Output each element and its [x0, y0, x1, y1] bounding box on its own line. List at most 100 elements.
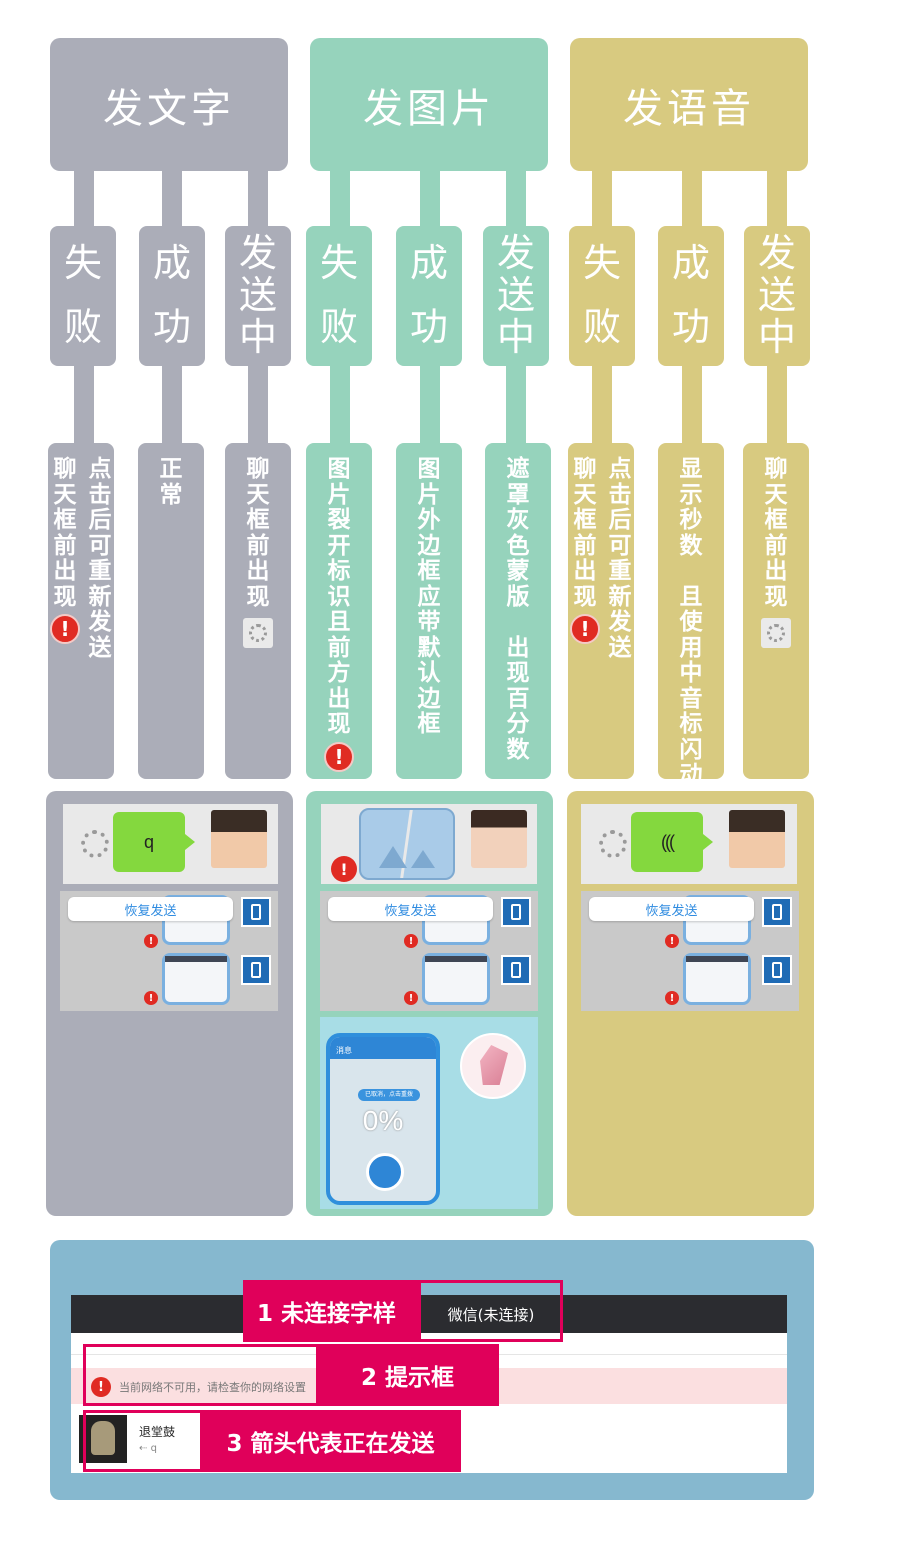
status-char: 中: [757, 314, 796, 359]
desc-char: 正: [159, 456, 183, 482]
error-icon: !: [144, 991, 158, 1005]
annotation-tag-3: 3 箭头代表正在发送: [200, 1410, 461, 1472]
desc-char: 数: [679, 532, 703, 559]
connector: [162, 170, 182, 230]
phone-icon: [241, 955, 271, 985]
status-char: 中: [238, 314, 277, 359]
desc-char: 可: [88, 532, 112, 559]
desc-char: 后: [608, 507, 632, 534]
status-success: 成 功: [139, 226, 205, 366]
retry-screenshot: 恢复发送 ! !: [320, 891, 538, 1011]
error-icon: !: [404, 991, 418, 1005]
desc-char: 聊: [573, 456, 597, 482]
error-icon: !: [331, 856, 357, 882]
status-char: 成: [409, 241, 448, 286]
desc-char: 击: [88, 481, 112, 508]
desc-char: 出: [573, 558, 597, 585]
retry-screenshot: 恢复发送 ! !: [60, 891, 278, 1011]
spinner-icon: [243, 618, 273, 649]
status-success: 成 功: [658, 226, 724, 366]
contact-name: 退堂鼓: [139, 1425, 176, 1439]
contact-row[interactable]: 退堂鼓 ⇠ q: [129, 1415, 199, 1463]
desc-char: 罩: [506, 481, 530, 508]
status-fail: 失 败: [50, 226, 116, 366]
phone-icon: [241, 897, 271, 927]
phone-icon: [762, 897, 792, 927]
connector: [162, 364, 182, 446]
retry-send-button[interactable]: 恢复发送: [68, 897, 233, 921]
desc-char: 图: [417, 456, 441, 482]
annotation-label: 2 提示框: [360, 1365, 454, 1391]
desc-char: 片: [327, 481, 351, 508]
spinner-icon: [761, 618, 791, 649]
annotation-label: 3 箭头代表正在发送: [226, 1431, 435, 1457]
status-char: 败: [319, 305, 358, 350]
desc-char: 边: [417, 532, 441, 559]
desc-char: 百: [506, 685, 530, 712]
avatar: [211, 810, 267, 868]
upload-progress-screenshot: 消息 已取消，点击重拨 0%: [320, 1017, 538, 1209]
status-char: 败: [63, 305, 102, 350]
desc-char: 分: [506, 711, 530, 738]
header-send-image: 发图片: [310, 38, 548, 171]
desc-char: [679, 559, 703, 585]
desc-char: 边: [417, 685, 441, 712]
phone-icon: [501, 955, 531, 985]
avatar: [729, 810, 785, 868]
desc-line: 聊天框前出现!: [570, 456, 600, 779]
status-char: 功: [409, 305, 448, 350]
connector: [248, 364, 268, 446]
header-label: 发语音: [623, 85, 755, 132]
microphone-icon: [366, 1153, 404, 1191]
connector: [248, 170, 268, 230]
connector: [330, 170, 350, 230]
chat-row-sending: q: [63, 804, 278, 884]
desc-char: 现: [327, 711, 351, 738]
status-fail: 失 败: [569, 226, 635, 366]
desc-line: 图片裂开标识且前方出现!: [324, 456, 354, 779]
spinner-icon: [599, 830, 627, 858]
desc-char: 使: [679, 609, 703, 636]
retry-send-button[interactable]: 恢复发送: [589, 897, 754, 921]
desc-char: 标: [679, 711, 703, 738]
desc-char: 重: [608, 558, 632, 585]
status-sending: 发 送 中: [483, 226, 549, 366]
desc-line: 遮罩灰色蒙版 出现百分数: [506, 456, 530, 779]
desc-char: 框: [417, 558, 441, 585]
connector: [506, 170, 526, 230]
desc-char: 外: [417, 507, 441, 534]
desc-char: 遮: [506, 456, 530, 482]
status-char: 中: [496, 314, 535, 359]
connector: [74, 170, 94, 230]
phone-nav-bar: 消息: [330, 1037, 436, 1059]
chat-thumbnail: [422, 953, 490, 1005]
desc-char: 开: [327, 532, 351, 559]
retry-send-button[interactable]: 恢复发送: [328, 897, 493, 921]
chat-bubble: q: [113, 812, 195, 872]
connector: [74, 364, 94, 446]
error-icon: !: [665, 991, 679, 1005]
connector: [767, 170, 787, 230]
desc-char: [506, 610, 530, 636]
header-send-text: 发文字: [50, 38, 288, 171]
desc-line: 图片外边框应带默认边框: [417, 456, 441, 779]
status-sending: 发 送 中: [744, 226, 810, 366]
phone-icon: [762, 955, 792, 985]
error-icon: !: [404, 934, 418, 948]
retry-label: 恢复发送: [124, 903, 177, 919]
desc-char: 示: [679, 481, 703, 508]
desc-line: 聊天框前出现: [761, 456, 791, 779]
desc-char: 后: [88, 507, 112, 534]
nav-back-label: 消息: [336, 1046, 352, 1055]
contact-avatar: [79, 1415, 127, 1463]
desc-char: 前: [246, 532, 270, 559]
status-char: 发: [757, 231, 796, 276]
avatar: [471, 810, 527, 868]
broken-image-placeholder: [359, 808, 455, 880]
connector: [420, 170, 440, 230]
desc-char: 出: [53, 558, 77, 585]
desc-image-sending: 遮罩灰色蒙版 出现百分数: [485, 443, 551, 779]
retry-label: 恢复发送: [384, 903, 437, 919]
desc-char: 中: [679, 660, 703, 687]
desc-char: 出: [764, 558, 788, 585]
